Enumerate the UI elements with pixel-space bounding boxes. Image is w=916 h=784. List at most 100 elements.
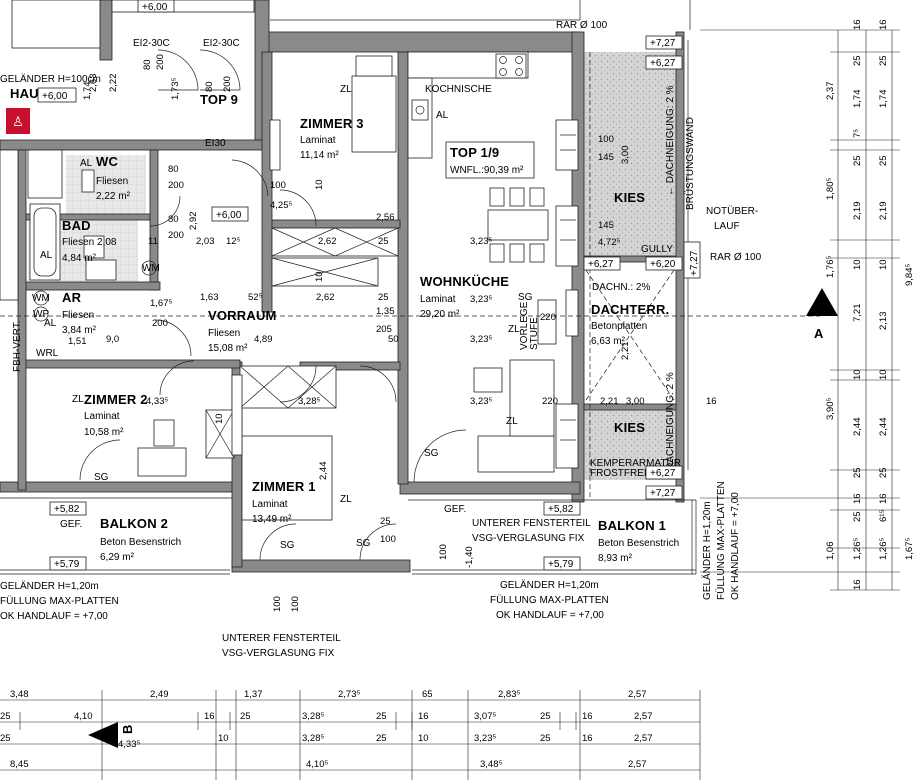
dim-inner: 3,00 <box>626 396 645 407</box>
wohnkueche-name: WOHNKÜCHE <box>420 274 509 289</box>
level-600-haus: +6,00 <box>42 91 68 102</box>
section-b-label: B <box>120 724 135 734</box>
dim-inner: 80 <box>204 81 215 92</box>
room-dachterr[interactable]: DACHTERR. Betonplatten 6,63 m² <box>591 302 669 347</box>
room-wc[interactable]: WC Fliesen 2,22 m² <box>96 154 131 202</box>
dim-inner: 10 <box>314 271 325 282</box>
dim-inner: 2,63 <box>88 74 99 93</box>
gelaender-b-1: GELÄNDER H=1,20m <box>500 579 599 591</box>
wm-label-ar: WM <box>32 293 50 304</box>
dim-right-col2: 10 <box>852 369 863 380</box>
dim-inner: 16 <box>706 396 717 407</box>
dim-inner: 100 <box>272 596 283 612</box>
room-balkon2[interactable]: BALKON 2 Beton Besenstrich 6,29 m² <box>100 516 181 563</box>
dim-right-col3: 2,19 <box>878 202 889 221</box>
notueberlauf-label-2: LAUF <box>714 221 740 232</box>
dim-bottom-row1: 3,48 <box>10 689 29 700</box>
dim-inner: 11 <box>148 236 158 247</box>
dim-right-col2: 25 <box>852 511 863 522</box>
wc-floor: Fliesen <box>96 176 128 187</box>
dim-inner: 2,92 <box>188 212 199 231</box>
level-727-b: +7,27 <box>650 488 676 499</box>
dim-inner: 1,51 <box>68 336 87 347</box>
dim-inner: 220 <box>540 312 556 323</box>
dim-inner: 12⁵ <box>226 236 241 247</box>
kemper-label-1: KEMPERARMATUR <box>590 458 681 469</box>
dim-bottom-row3: 2,57 <box>634 733 653 744</box>
dim-bottom-row2: 4,10 <box>74 711 93 722</box>
dim-inner: 100 <box>438 544 449 560</box>
dim-inner: 1,67⁵ <box>150 298 172 309</box>
dim-bottom-row2: 25 <box>540 711 551 722</box>
level-582-left: +5,82 <box>54 504 80 515</box>
door-rating-b: EI2-30C <box>203 38 240 49</box>
room-zimmer1[interactable]: ZIMMER 1 Laminat 13,49 m² <box>252 479 316 525</box>
dim-inner: 3,00 <box>620 146 631 165</box>
fire-extinguisher-icon <box>6 108 30 134</box>
level-620: +6,20 <box>650 259 676 270</box>
door-rating-ei30: EI30 <box>205 138 226 149</box>
dim-bottom-row3: 4,33⁵ <box>118 739 140 750</box>
dim-right-col3: 1,67⁵ <box>904 538 915 560</box>
dim-inner: 3,23⁵ <box>470 236 492 247</box>
balkon2-area: 6,29 m² <box>100 552 135 563</box>
kies-top-label: KIES <box>614 190 645 205</box>
al-label: AL <box>436 110 449 121</box>
dim-inner: 10 <box>214 413 225 424</box>
wc-name: WC <box>96 154 118 169</box>
balkon1-area: 8,93 m² <box>598 553 633 564</box>
room-bad[interactable]: BAD Fliesen 2,08 4,84 m² <box>62 218 117 264</box>
dim-bottom-row2: 3,28⁵ <box>302 711 324 722</box>
dim-inner: 205 <box>376 324 392 335</box>
dim-inner: 10 <box>314 179 325 190</box>
gelaender-a-3: OK HANDLAUF = +7,00 <box>0 611 108 622</box>
gelaender-b-3: OK HANDLAUF = +7,00 <box>496 610 604 621</box>
dim-right-col2: 10 <box>852 259 863 270</box>
dim-bottom-row3: 3,23⁵ <box>474 733 496 744</box>
dim-inner: 3,23⁵ <box>470 334 492 345</box>
dachterr-area: 6,63 m² <box>591 336 626 347</box>
room-zimmer3[interactable]: ZIMMER 3 Laminat 11,14 m² <box>300 116 364 161</box>
section-a-label: A <box>814 326 824 341</box>
dim-inner: 2,62 <box>318 236 337 247</box>
al-label-wc: AL <box>80 158 93 169</box>
dachneigung-bottom-label: DACHNEIGUNG: 2 % <box>665 372 676 470</box>
dim-bottom-row1: 1,37 <box>244 689 263 700</box>
room-wohnkueche[interactable]: WOHNKÜCHE Laminat 29,20 m² <box>420 274 509 320</box>
dim-bottom-row1: 2,73⁵ <box>338 689 360 700</box>
dachn-label: DACHN.: 2% <box>592 282 650 293</box>
room-vorraum[interactable]: VORRAUM Fliesen 15,08 m² <box>208 308 277 354</box>
dim-right-col2: 25 <box>852 55 863 66</box>
dim-bottom-row2: 25 <box>240 711 251 722</box>
sg-label-wohnkueche: SG <box>518 292 533 303</box>
gef-label-left: GEF. <box>60 519 82 530</box>
room-zimmer2[interactable]: ZIMMER 2 Laminat 10,58 m² <box>84 392 148 438</box>
dachneigung-top-label: ← DACHNEIGUNG: 2 % <box>665 85 676 196</box>
inner-dimensions: 100 145 145 4,72⁵ 80 200 80 200 2,03 11 … <box>68 54 717 612</box>
dim-right-col3: 1,74 <box>878 90 889 109</box>
gelaender-left-label: GELÄNDER H=100cm <box>0 73 101 85</box>
zimmer3-name: ZIMMER 3 <box>300 116 364 131</box>
zl-label-zimmer2: ZL <box>72 394 84 405</box>
dim-right-col3: 25 <box>878 155 889 166</box>
level-600-top: +6,00 <box>142 2 168 13</box>
zimmer2-name: ZIMMER 2 <box>84 392 148 407</box>
dim-bottom-row3: 16 <box>582 733 593 744</box>
sg-label-bottom: SG <box>424 448 439 459</box>
dim-inner: 4,72⁵ <box>598 237 620 248</box>
kies-bottom-label: KIES <box>614 420 645 435</box>
vorraum-area: 15,08 m² <box>208 343 248 354</box>
level-579-right: +5,79 <box>548 559 574 570</box>
vorraum-floor: Fliesen <box>208 328 240 339</box>
dim-inner: -1,40 <box>464 546 475 568</box>
dim-inner: 52⁵ <box>248 292 263 303</box>
dim-inner: 25 <box>380 516 391 527</box>
dim-right-col1: 1,76⁵ <box>825 256 836 278</box>
room-balkon1[interactable]: BALKON 1 Beton Besenstrich 8,93 m² <box>598 518 679 564</box>
dim-bottom-row4: 4,10⁵ <box>306 759 328 770</box>
room-ar[interactable]: AR Fliesen 3,84 m² <box>62 290 97 336</box>
unit-area: WNFL.:90,39 m² <box>450 165 524 176</box>
dim-right-col2: 16 <box>852 19 863 30</box>
zimmer1-floor: Laminat <box>252 499 288 510</box>
balkon1-floor: Beton Besenstrich <box>598 538 679 549</box>
